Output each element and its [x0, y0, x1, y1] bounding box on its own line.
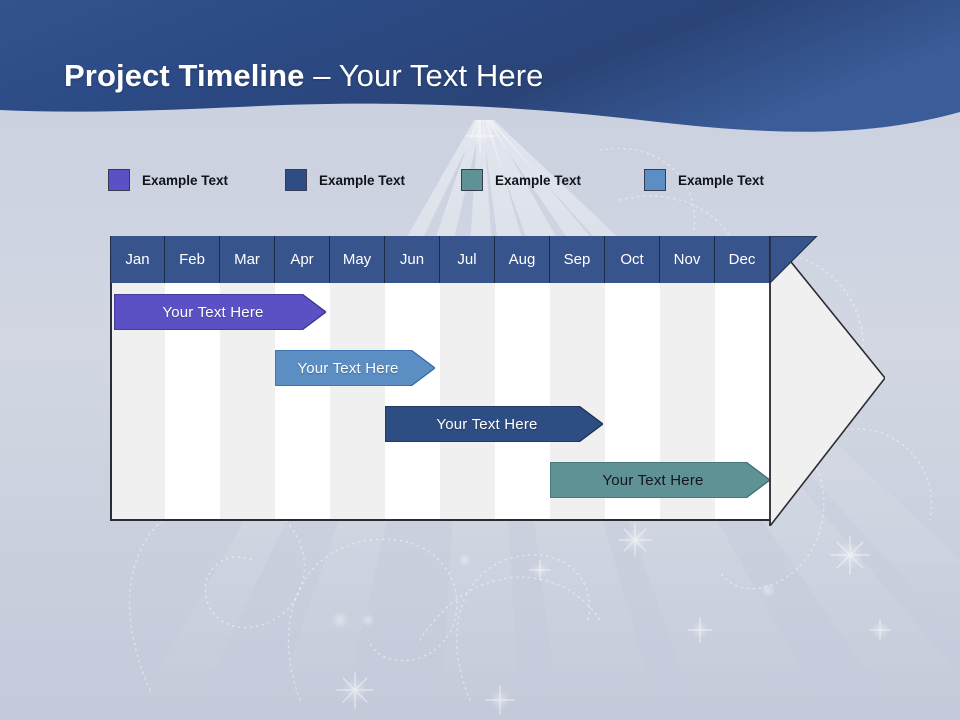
task-bar-shape-1: [275, 350, 435, 386]
month-header-dec[interactable]: Dec: [715, 236, 770, 283]
legend-swatch-0: [108, 169, 130, 191]
month-header-jul[interactable]: Jul: [440, 236, 495, 283]
page-title: Project Timeline – Your Text Here: [64, 58, 543, 94]
month-header-may[interactable]: May: [330, 236, 385, 283]
legend-item-0[interactable]: Example Text: [108, 167, 228, 193]
legend-swatch-1: [285, 169, 307, 191]
month-header-nov[interactable]: Nov: [660, 236, 715, 283]
task-bar-2[interactable]: Your Text Here: [385, 406, 603, 442]
title-bold: Project Timeline: [64, 58, 305, 93]
legend-label-0: Example Text: [142, 172, 229, 188]
title-dash: –: [304, 58, 339, 93]
month-header-aug[interactable]: Aug: [495, 236, 550, 283]
month-header-jan[interactable]: Jan: [110, 236, 165, 283]
task-bar-shape-0: [114, 294, 326, 330]
month-header-jun[interactable]: Jun: [385, 236, 440, 283]
task-bar-shape-2: [385, 406, 603, 442]
legend-item-3[interactable]: Example Text: [644, 167, 764, 193]
month-header-mar[interactable]: Mar: [220, 236, 275, 283]
legend-label-3: Example Text: [678, 172, 765, 188]
grid-column-aug: [495, 236, 550, 521]
task-bar-0[interactable]: Your Text Here: [114, 294, 326, 330]
month-header-oct[interactable]: Oct: [605, 236, 660, 283]
task-bar-shape-3: [550, 462, 770, 498]
task-bar-1[interactable]: Your Text Here: [275, 350, 435, 386]
grid-column-jul: [440, 236, 495, 521]
month-header-sep[interactable]: Sep: [550, 236, 605, 283]
legend-item-2[interactable]: Example Text: [461, 167, 581, 193]
month-header-apr[interactable]: Apr: [275, 236, 330, 283]
task-bar-label-1: Your Text Here: [297, 359, 399, 377]
legend-swatch-2: [461, 169, 483, 191]
title-rest: Your Text Here: [338, 58, 544, 93]
legend-label-1: Example Text: [319, 172, 406, 188]
task-bar-3[interactable]: Your Text Here: [550, 462, 770, 498]
grid-column-mar: [220, 236, 275, 521]
task-bar-label-2: Your Text Here: [436, 415, 538, 433]
legend-swatch-3: [644, 169, 666, 191]
grid-column-feb: [165, 236, 220, 521]
header-band: [0, 0, 960, 132]
task-bar-label-3: Your Text Here: [602, 471, 704, 489]
legend-label-2: Example Text: [495, 172, 582, 188]
legend-item-1[interactable]: Example Text: [285, 167, 405, 193]
month-header-feb[interactable]: Feb: [165, 236, 220, 283]
task-bar-label-0: Your Text Here: [162, 303, 264, 321]
grid-column-jan: [110, 236, 165, 521]
